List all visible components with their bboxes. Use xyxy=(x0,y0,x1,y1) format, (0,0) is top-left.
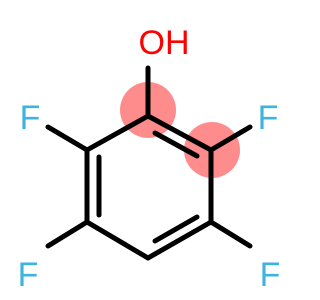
bond-c2-f xyxy=(208,124,253,153)
bond-c4-c5 xyxy=(84,219,151,261)
bond-c1-c2 xyxy=(145,113,214,153)
bond-c3-c4 xyxy=(145,219,214,261)
bond-c3-c4-inner xyxy=(152,214,200,244)
bond-c6-c1 xyxy=(84,113,151,153)
molecule-structure: OH F F F F xyxy=(18,24,281,294)
fluorine-bottom-right-label: F xyxy=(260,256,281,294)
bond-c6-f xyxy=(45,124,90,153)
hydroxyl-label: OH xyxy=(139,24,190,62)
structure-canvas: OH F F F F xyxy=(18,24,281,294)
bond-c3-f xyxy=(208,219,253,249)
fluorine-top-right-label: F xyxy=(258,99,279,137)
bond-c5-f xyxy=(45,219,90,249)
fluorine-bottom-left-label: F xyxy=(18,256,39,294)
bond-c1-c2-inner xyxy=(152,130,200,159)
fluorine-top-left-label: F xyxy=(20,99,41,137)
